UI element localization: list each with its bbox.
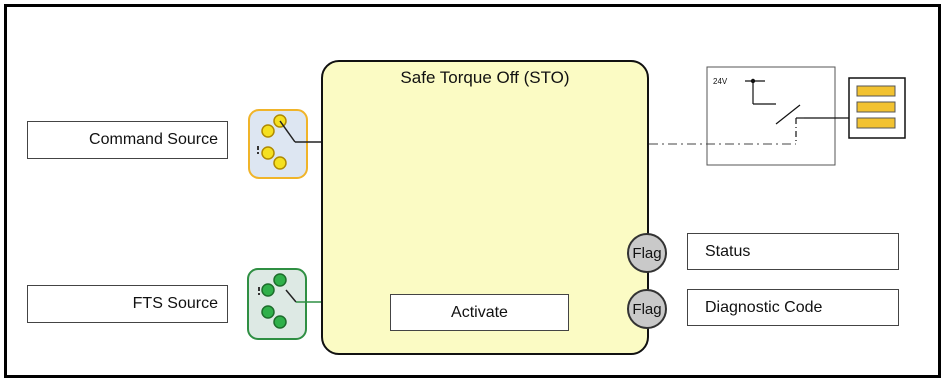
fts-source-box: FTS Source bbox=[27, 285, 228, 323]
diagnostic-flag: Flag bbox=[627, 289, 667, 329]
status-label: Status bbox=[705, 242, 751, 260]
relay-box bbox=[706, 66, 849, 166]
status-flag: Flag bbox=[627, 233, 667, 273]
relay-voltage-label: 24V bbox=[713, 77, 728, 86]
diagram-frame bbox=[4, 4, 941, 378]
motor-icon bbox=[848, 77, 906, 139]
command-source-label: Command Source bbox=[89, 131, 218, 148]
diagnostic-code-box: Diagnostic Code bbox=[687, 289, 899, 326]
fts-source-label: FTS Source bbox=[132, 295, 218, 312]
sto-title: Safe Torque Off (STO) bbox=[400, 68, 570, 87]
command-switch-icon bbox=[248, 109, 308, 179]
fts-switch-icon bbox=[247, 268, 307, 340]
diagnostic-code-label: Diagnostic Code bbox=[705, 298, 823, 316]
activate-label: Activate bbox=[451, 303, 508, 321]
activate-box: Activate bbox=[390, 294, 569, 331]
command-source-box: Command Source bbox=[27, 121, 228, 159]
status-box: Status bbox=[687, 233, 899, 270]
